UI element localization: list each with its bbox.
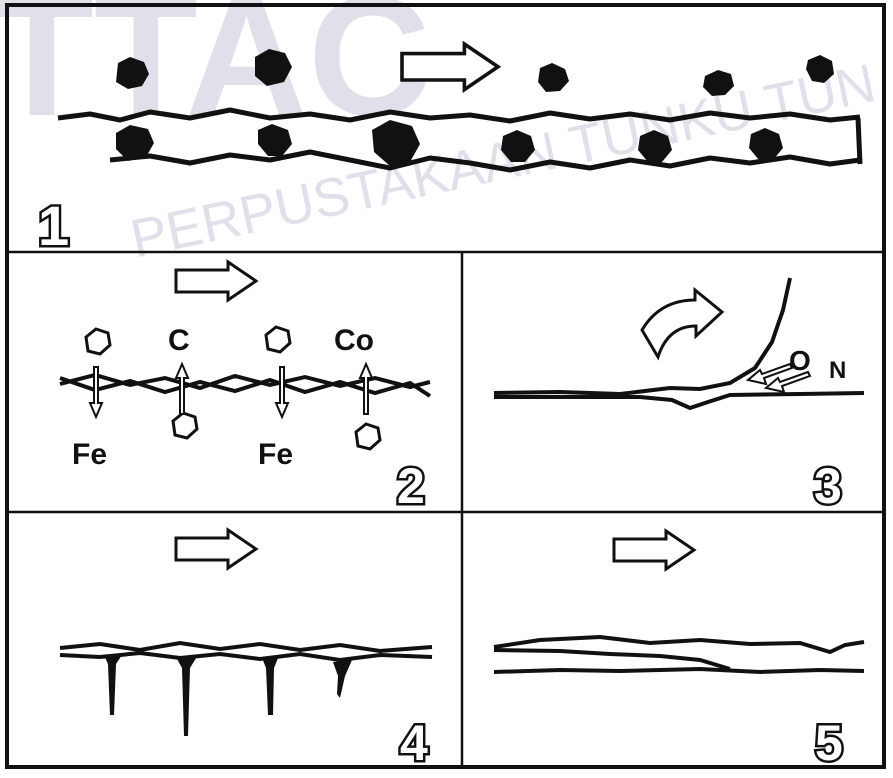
cracks [104,655,352,736]
label-co: Co [334,324,374,357]
panel-5: 5 [493,529,865,774]
free-particles [116,49,834,96]
watermark-letters: TTAC [0,0,431,152]
motion-arrow [174,528,258,570]
oxygen-arrows [745,362,812,394]
panel-number: 1 [38,194,69,257]
surface-layer [59,372,432,398]
panel-3: O N 3 [493,277,865,517]
surface-layer [57,107,863,173]
frame [5,3,886,769]
panel-number: 5 [815,715,843,771]
label-c: C [168,324,190,357]
panel-2: C Co Fe Fe 2 [59,260,432,517]
label-n: N [829,357,846,384]
embedded-particles [116,120,783,166]
label-fe-1: Fe [72,438,107,471]
surface-layer [493,277,865,411]
panel-4: 4 [59,528,433,774]
motion-arrow [612,529,696,571]
curved-arrow [640,286,725,361]
motion-arrow [174,260,258,302]
label-o: O [789,345,811,376]
panel-number: 4 [400,715,428,771]
panel-1: 1 [36,42,863,260]
label-fe-2: Fe [258,438,293,471]
panel-number: 2 [397,458,425,514]
panel-number: 3 [814,458,842,514]
surface-layer [493,634,865,675]
